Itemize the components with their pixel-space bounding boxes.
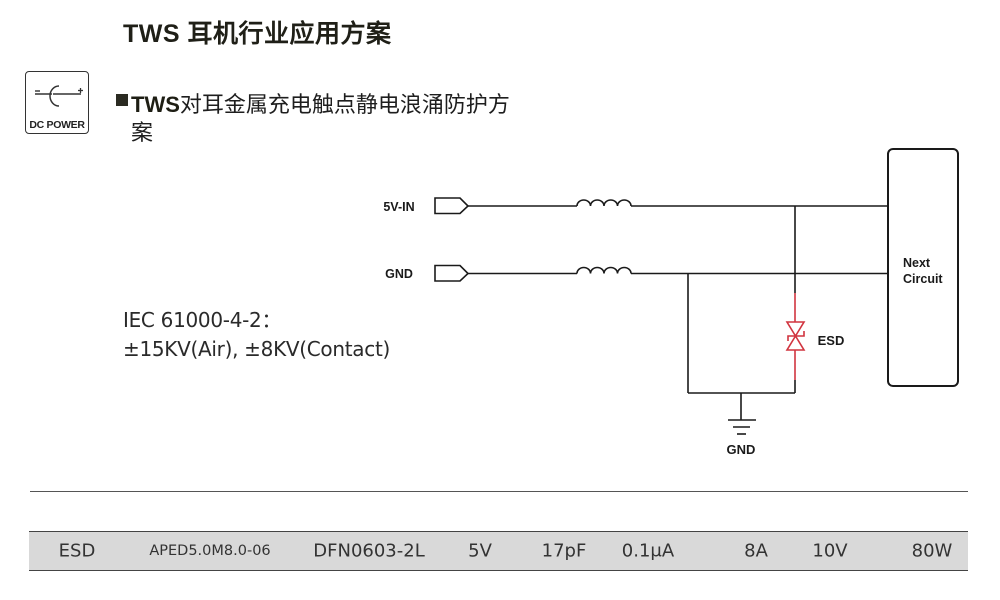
table-row: ESD APED5.0M8.0-06 DFN0603-2L 5V 17pF 0.… — [29, 531, 968, 571]
input-gnd-label: GND — [385, 267, 413, 281]
cell-part-number: APED5.0M8.0-06 — [149, 543, 271, 559]
section-title-line2: 案 — [131, 120, 154, 145]
dc-power-icon: DC POWER — [25, 71, 89, 134]
section-title-bold: TWS — [131, 92, 180, 117]
dc-power-jack-symbol-icon — [35, 85, 83, 107]
cell-clamp-voltage: 10V — [812, 540, 848, 562]
dc-power-label: DC POWER — [29, 119, 85, 131]
section-title-rest: 对耳金属充电触点静电浪涌防护方 — [179, 92, 510, 117]
esd-zener-bar — [787, 331, 805, 341]
input-gnd-connector-icon — [434, 264, 470, 282]
next-circuit-label-line2: Circuit — [903, 272, 943, 286]
cell-current: 8A — [744, 540, 768, 562]
cell-type: ESD — [58, 540, 96, 562]
esd-diode-icon — [785, 293, 806, 380]
cell-capacitance: 17pF — [541, 540, 587, 562]
esd-label: ESD — [818, 333, 845, 348]
inductor-gnd-icon — [576, 266, 632, 274]
page-title: TWS 耳机行业应用方案 — [123, 20, 392, 48]
cell-voltage: 5V — [468, 540, 492, 562]
section-title: TWS对耳金属充电触点静电浪涌防护方 — [131, 87, 510, 119]
input-5v-connector-icon — [434, 197, 470, 215]
bullet-square-icon — [116, 94, 128, 106]
ground-label: GND — [727, 442, 756, 457]
table-top-divider — [30, 491, 968, 492]
input-5v-label: 5V-IN — [383, 200, 414, 214]
standard-levels: ±15KV(Air), ±8KV(Contact) — [123, 337, 390, 361]
cell-package: DFN0603-2L — [313, 540, 425, 562]
esd-triangle-bottom — [785, 334, 806, 351]
next-circuit-label-line1: Next — [903, 256, 931, 270]
cell-leakage: 0.1μA — [621, 540, 675, 562]
jack-arc — [49, 85, 60, 107]
next-circuit-box — [887, 148, 959, 387]
standard-name: IEC 61000-4-2： — [123, 308, 282, 332]
ground-symbol-icon — [728, 419, 756, 435]
inductor-5v-icon — [576, 199, 632, 207]
esd-triangle-top — [785, 321, 806, 338]
cell-power: 80W — [911, 540, 953, 562]
